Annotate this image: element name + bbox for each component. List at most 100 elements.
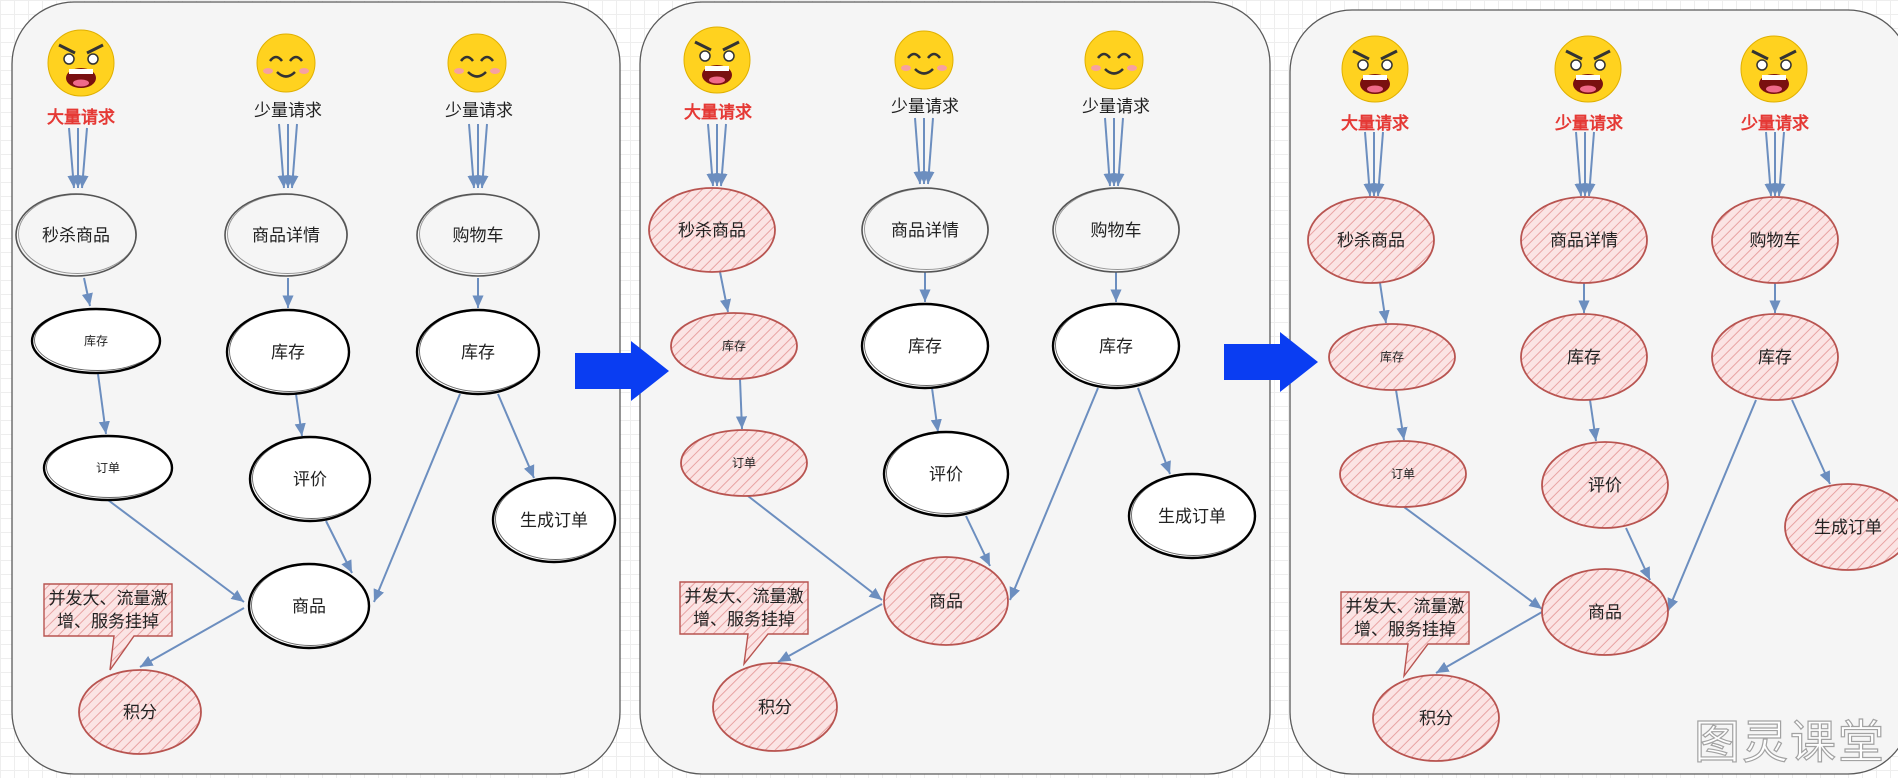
request-label: 少量请求 [254, 101, 322, 121]
edge-arrow [1435, 611, 1543, 674]
edge-arrow [81, 277, 93, 307]
edge-arrow [373, 393, 461, 603]
edge-arrow [1588, 399, 1600, 442]
request-arrow [1113, 117, 1125, 187]
edge-arrow [1395, 389, 1408, 441]
points-node: 积分 [78, 669, 202, 755]
create-order-node-label: 生成订单 [1158, 507, 1226, 527]
smiling-face-mouth [914, 68, 934, 75]
edge-arrow [1667, 399, 1757, 612]
angry-face-teeth [1363, 75, 1387, 80]
callout-text-line1: 并发大、流量激 [685, 587, 804, 607]
cart-node: 购物车 [1052, 187, 1180, 273]
stock-node-label: 库存 [84, 333, 108, 348]
watermark: 图灵课堂 [1693, 714, 1886, 769]
product-detail-node-outline [227, 194, 348, 274]
request-label: 少量请求 [1740, 113, 1809, 134]
request-arrow [1584, 131, 1596, 197]
create-order-node-outline [1131, 474, 1256, 556]
warning-callout-shape [1340, 591, 1470, 679]
angry-face-eye [87, 53, 99, 65]
edge-arrow [930, 387, 942, 433]
stock-node-outline [34, 309, 161, 371]
review-node-shape [882, 430, 1010, 518]
review-node-outline [252, 437, 371, 519]
product-node-outline [251, 564, 370, 646]
request-arrow [77, 127, 89, 189]
edge-arrow [497, 393, 535, 479]
request-arrow [477, 123, 489, 189]
angry-face-icon [47, 29, 115, 97]
callout-text-line2: 增、服务挂掉 [57, 612, 159, 632]
edge-arrow [107, 499, 245, 603]
points-node: 积分 [712, 662, 838, 752]
cart-node-shape [1052, 187, 1180, 273]
points-node-shape [78, 669, 202, 755]
request-arrow [1373, 131, 1385, 197]
callout-text-line1: 并发大、流量激 [1346, 597, 1465, 617]
stock-node-label: 库存 [1567, 348, 1601, 368]
angry-face-eye [1381, 59, 1393, 71]
warning-callout-shape [679, 581, 809, 667]
stock-node-label: 库存 [1099, 337, 1133, 357]
request-arrow [923, 117, 935, 185]
stock-node-label: 库存 [1380, 349, 1404, 364]
create-order-node-shape [1784, 483, 1898, 571]
order-node: 订单 [42, 434, 174, 502]
product-detail-node-outline [864, 188, 989, 270]
smiling-face-eye [907, 52, 921, 59]
review-node: 评价 [882, 430, 1010, 518]
points-node-label: 积分 [1419, 709, 1453, 729]
product-detail-node-shape [224, 193, 348, 277]
product-node: 商品 [1541, 568, 1669, 656]
cart-node-shape [416, 193, 540, 277]
review-node-label: 评价 [929, 465, 963, 485]
smiling-face-circle [1084, 30, 1144, 90]
smiling-face-mouth [467, 71, 487, 78]
product-node-shape [883, 556, 1009, 646]
angry-face-tongue [73, 79, 89, 87]
product-detail-node-shape [1520, 196, 1648, 284]
edge-arrow [1137, 387, 1171, 475]
points-node-shape [712, 662, 838, 752]
angry-face-eye [1756, 59, 1768, 71]
callout-text-line2: 增、服务挂掉 [1354, 620, 1456, 640]
order-node-shape [680, 429, 808, 497]
angry-face-brow [58, 43, 76, 55]
order-node-label: 订单 [96, 461, 120, 475]
stock-node-shape [30, 307, 162, 375]
edge-arrow [1403, 506, 1543, 610]
create-order-node-label: 生成订单 [520, 511, 588, 531]
smiling-face-cheek [901, 65, 911, 71]
edge-arrow [777, 603, 883, 663]
stock-node: 库存 [415, 308, 541, 396]
create-order-node-shape [1127, 472, 1257, 560]
create-order-node: 生成订单 [1784, 483, 1898, 571]
stock-node: 库存 [1520, 313, 1648, 401]
smiling-face-eye [460, 55, 474, 62]
create-order-node: 生成订单 [491, 476, 617, 564]
edge-arrow [719, 271, 732, 313]
smiling-face-icon [894, 30, 954, 90]
stock-node: 库存 [1328, 323, 1456, 391]
review-node: 评价 [1541, 441, 1669, 529]
request-label: 大量请求 [684, 102, 752, 123]
create-order-node-label: 生成订单 [1814, 518, 1882, 538]
edge-arrow [97, 373, 110, 435]
smiling-face-icon [447, 33, 507, 93]
cart-node-outline [1055, 188, 1180, 270]
flash-sale-node-shape [15, 193, 137, 277]
product-detail-node-label: 商品详情 [891, 221, 959, 241]
smiling-face-cheek [490, 68, 500, 74]
create-order-node-shape [491, 476, 617, 564]
product-detail-node-label: 商品详情 [1550, 231, 1618, 251]
angry-face-brow [1593, 49, 1611, 61]
request-label: 少量请求 [1082, 97, 1150, 117]
stock-node-shape [1051, 302, 1181, 390]
cart-node-label: 购物车 [1091, 221, 1142, 241]
review-node-label: 评价 [1588, 476, 1622, 496]
product-node: 商品 [883, 556, 1009, 646]
stock-node-outline [864, 304, 989, 386]
stock-node: 库存 [1711, 313, 1839, 401]
